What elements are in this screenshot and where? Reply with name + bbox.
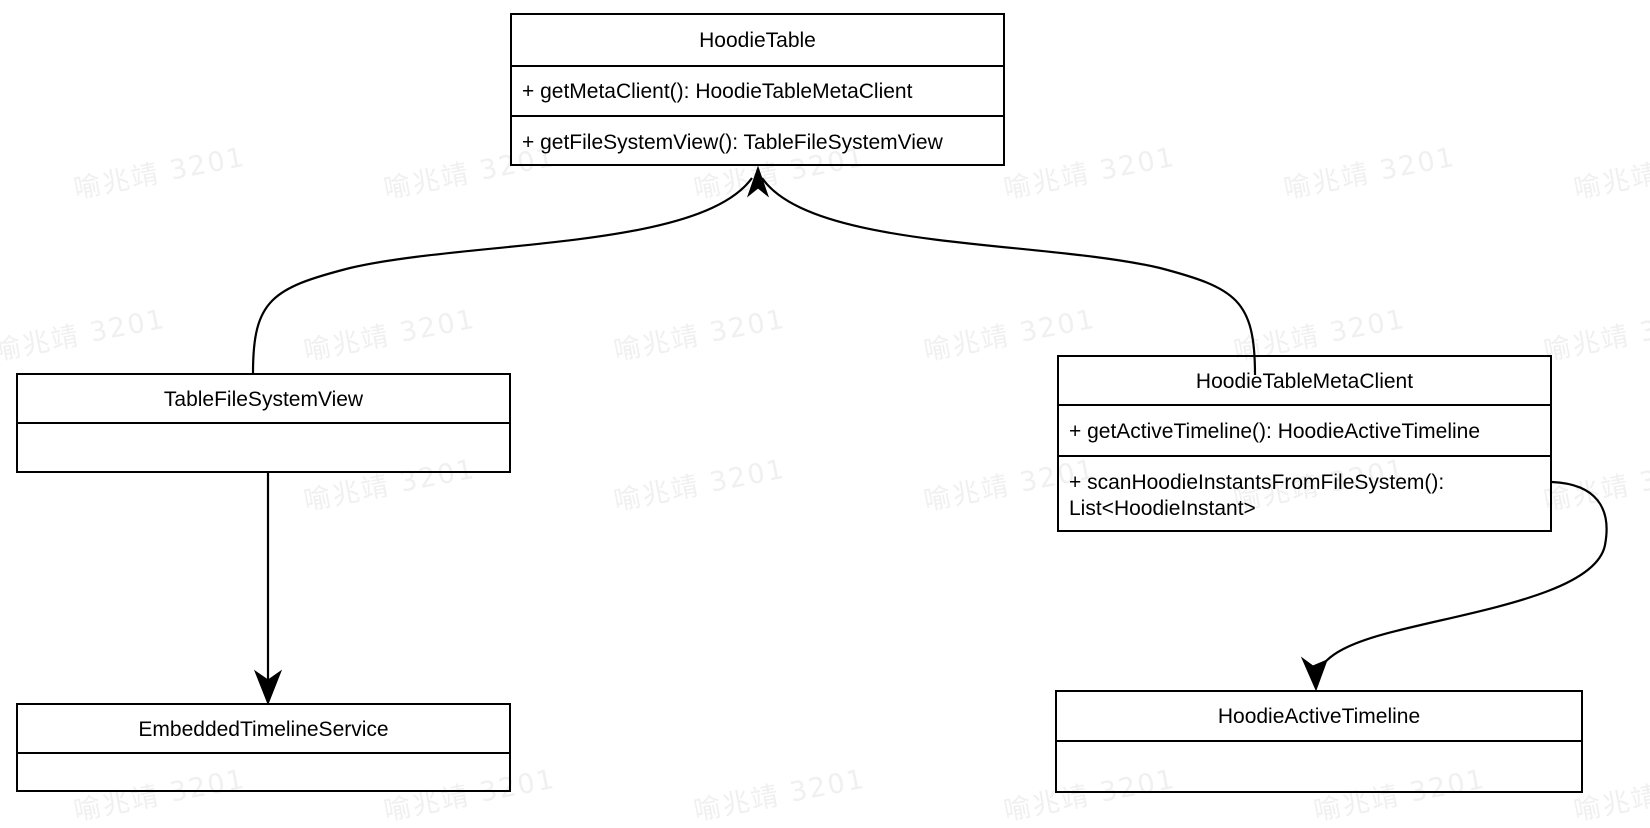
- watermark-text: 喻兆靖 3201: [1541, 453, 1650, 518]
- class-name-hoodie-table-meta-client: HoodieTableMetaClient: [1195, 370, 1414, 393]
- class-name-table-file-system-view: TableFileSystemView: [163, 388, 364, 411]
- compartment-divider: [1059, 455, 1550, 457]
- member-line: + getActiveTimeline(): HoodieActiveTimel…: [1069, 420, 1481, 443]
- compartment-divider: [512, 65, 1003, 67]
- class-member-hoodie-table-meta-client-0: + getActiveTimeline(): HoodieActiveTimel…: [1069, 419, 1544, 445]
- watermark-text: 喻兆靖 3201: [301, 303, 479, 368]
- compartment-divider: [18, 752, 509, 754]
- class-name-hoodie-table: HoodieTable: [699, 29, 816, 52]
- member-line: + scanHoodieInstantsFromFileSystem():: [1069, 471, 1445, 494]
- class-member-hoodie-table-meta-client-1: + scanHoodieInstantsFromFileSystem(): Lis…: [1069, 470, 1544, 522]
- arrowhead-hoodietablemetaclient-to-hoodieactivetimeline: [1300, 656, 1328, 692]
- member-line: + getMetaClient(): HoodieTableMetaClient: [522, 80, 913, 103]
- watermark-text: 喻兆靖 3201: [0, 303, 169, 368]
- watermark-text: 喻兆靖 3201: [1281, 141, 1459, 206]
- member-line: List<HoodieInstant>: [1069, 497, 1256, 520]
- class-box-hoodie-table: HoodieTable + getMetaClient(): HoodieTabl…: [510, 13, 1005, 166]
- arrowhead-tablefilesystemview-to-hoodietable: [746, 165, 770, 198]
- class-member-hoodie-table-1: + getFileSystemView(): TableFileSystemVi…: [522, 130, 997, 156]
- watermark-text: 喻兆靖 3201: [691, 763, 869, 828]
- watermark-text: 喻兆靖 3201: [71, 141, 249, 206]
- compartment-divider: [1059, 404, 1550, 406]
- compartment-divider: [512, 115, 1003, 117]
- class-name-embedded-timeline-service: EmbeddedTimelineService: [138, 718, 389, 741]
- connector-tablefilesystemview-to-hoodietable: [251, 177, 753, 374]
- watermark-text: 喻兆靖 3201: [611, 303, 789, 368]
- class-name-hoodie-active-timeline: HoodieActiveTimeline: [1217, 705, 1421, 728]
- watermark-text: 喻兆靖 3201: [1001, 141, 1179, 206]
- watermark-text: 喻兆靖 3201: [1571, 142, 1650, 206]
- member-line: + getFileSystemView(): TableFileSystemVi…: [522, 131, 943, 154]
- watermark-text: 喻兆靖 3201: [1541, 303, 1650, 368]
- class-member-hoodie-table-0: + getMetaClient(): HoodieTableMetaClient: [522, 79, 997, 105]
- watermark-text: 喻兆靖 3201: [611, 453, 789, 518]
- class-box-hoodie-active-timeline: HoodieActiveTimeline: [1055, 690, 1583, 793]
- connector-hoodietablemetaclient-to-hoodietable: [761, 177, 1257, 376]
- class-box-embedded-timeline-service: EmbeddedTimelineService: [16, 703, 511, 792]
- class-box-hoodie-table-meta-client: HoodieTableMetaClient + getActiveTimeline…: [1057, 355, 1552, 532]
- arrowhead-tablefilesystemview-to-embeddedtimelineservice: [253, 669, 283, 706]
- compartment-divider: [1057, 740, 1581, 742]
- compartment-divider: [18, 422, 509, 424]
- class-box-table-file-system-view: TableFileSystemView: [16, 373, 511, 473]
